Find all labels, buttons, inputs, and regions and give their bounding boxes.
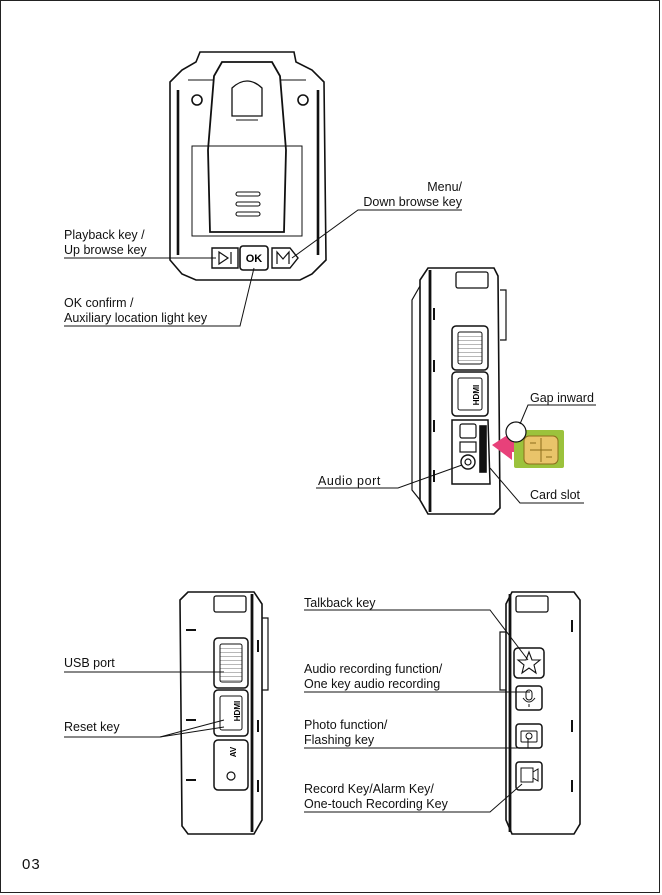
reset-key-label: Reset key	[64, 720, 120, 734]
playback-key-label: Playback key / Up browse key	[64, 228, 147, 257]
ok-confirm-label: OK confirm / Auxiliary location light ke…	[64, 296, 208, 325]
menu-key	[271, 247, 299, 269]
record-key-label: Record Key/Alarm Key/ One-touch Recordin…	[304, 782, 448, 811]
ok-key-label: OK	[246, 253, 263, 265]
insert-arrow	[492, 432, 528, 460]
hdmi-port-label-1: HDMI	[472, 385, 481, 405]
page-number: 03	[22, 856, 41, 873]
photo-function-label: Photo function/ Flashing key	[304, 718, 388, 747]
camera-left-side-view	[179, 591, 269, 835]
av-port-label: AV	[229, 746, 238, 757]
gap-inward-marker	[505, 421, 527, 443]
camera-key-side-view	[499, 591, 581, 835]
leader-lines-back	[64, 209, 462, 327]
playback-key	[211, 247, 239, 269]
audio-port-label: Audio port	[318, 474, 381, 488]
talkback-key-label: Talkback key	[304, 596, 376, 610]
usb-port-label: USB port	[64, 656, 115, 670]
card-slot-label: Card slot	[530, 488, 581, 502]
menu-key-label: Menu/ Down browse key	[363, 180, 462, 209]
audio-recording-label: Audio recording function/ One key audio …	[304, 662, 443, 691]
leader-lines-right	[304, 609, 530, 813]
sim-card	[514, 430, 564, 468]
leader-lines-left	[64, 671, 225, 738]
camera-right-side-view	[411, 267, 507, 515]
leader-lines-side	[316, 404, 596, 504]
camera-back-view	[169, 51, 327, 281]
gap-inward-label: Gap inward	[530, 391, 594, 405]
hdmi-port-label-2: HDMI	[233, 701, 242, 721]
